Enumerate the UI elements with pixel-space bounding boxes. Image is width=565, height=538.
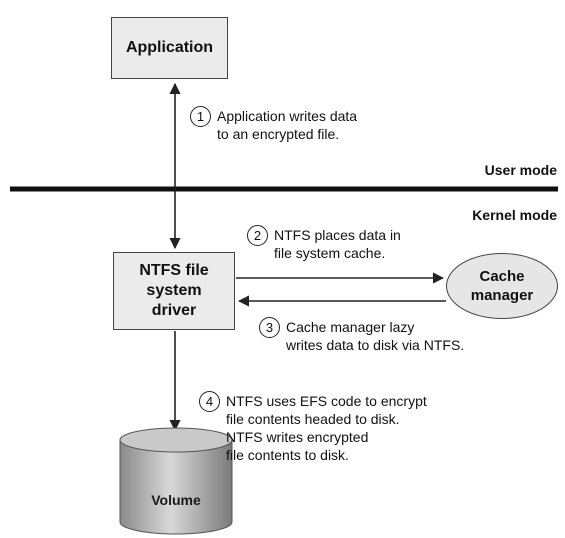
step-description: NTFS uses EFS code to encrypt file conte… — [226, 393, 427, 463]
kernel-mode-label: Kernel mode — [472, 207, 557, 223]
cache-manager-ellipse: Cache manager — [446, 253, 558, 319]
step-3: 3 Cache manager lazy writes data to disk… — [259, 317, 465, 354]
user-mode-label: User mode — [484, 162, 557, 178]
step-number-badge: 4 — [199, 391, 220, 412]
step-number-badge: 1 — [190, 106, 211, 127]
ntfs-driver-label: NTFS file system driver — [139, 262, 209, 319]
step-number-badge: 3 — [259, 317, 280, 338]
volume-label: Volume — [151, 492, 201, 508]
step-1: 1 Application writes data to an encrypte… — [190, 106, 358, 143]
step-description: NTFS places data in file system cache. — [274, 227, 401, 261]
step-number-badge: 2 — [247, 225, 268, 246]
cache-manager-label: Cache manager — [470, 268, 534, 304]
application-box: Application — [111, 17, 228, 79]
step-description: Cache manager lazy writes data to disk v… — [286, 319, 465, 353]
ntfs-driver-box: NTFS file system driver — [113, 252, 235, 330]
step-description: Application writes data to an encrypted … — [217, 108, 358, 142]
volume-cylinder-icon — [119, 427, 233, 535]
step-2: 2 NTFS places data in file system cache. — [247, 225, 401, 262]
application-label: Application — [125, 39, 214, 56]
step-4: 4 NTFS uses EFS code to encrypt file con… — [199, 391, 427, 464]
